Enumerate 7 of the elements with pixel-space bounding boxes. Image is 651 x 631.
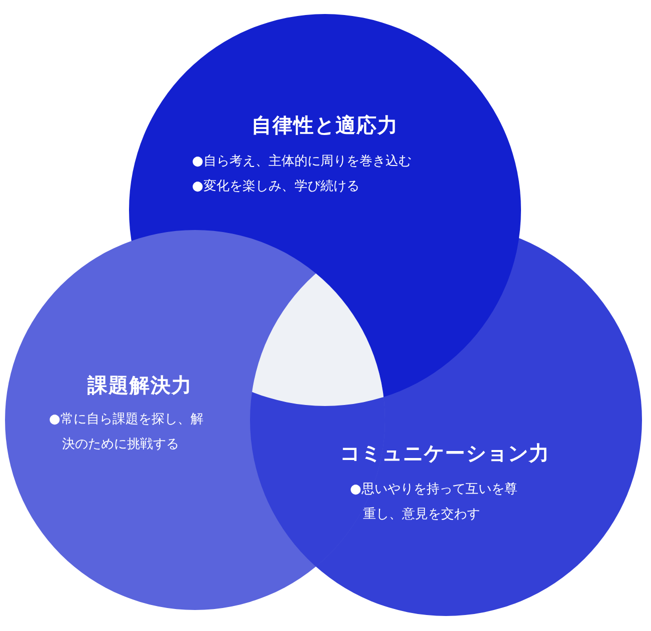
circle-title: 自律性と適応力 xyxy=(250,112,400,139)
bullet-text: ●思いやりを持って互いを尊重し、意見を交わす xyxy=(350,481,518,524)
bullet-text: ●自ら考え、主体的に周りを巻き込む xyxy=(192,153,412,171)
bullet-text: ●常に自ら課題を探し、解決のために挑戦する xyxy=(49,411,204,454)
bullet-text: ●変化を楽しみ、学び続ける xyxy=(192,178,360,196)
circle-title: コミュニケーション力 xyxy=(339,440,551,467)
circle-title: 課題解決力 xyxy=(86,372,194,399)
